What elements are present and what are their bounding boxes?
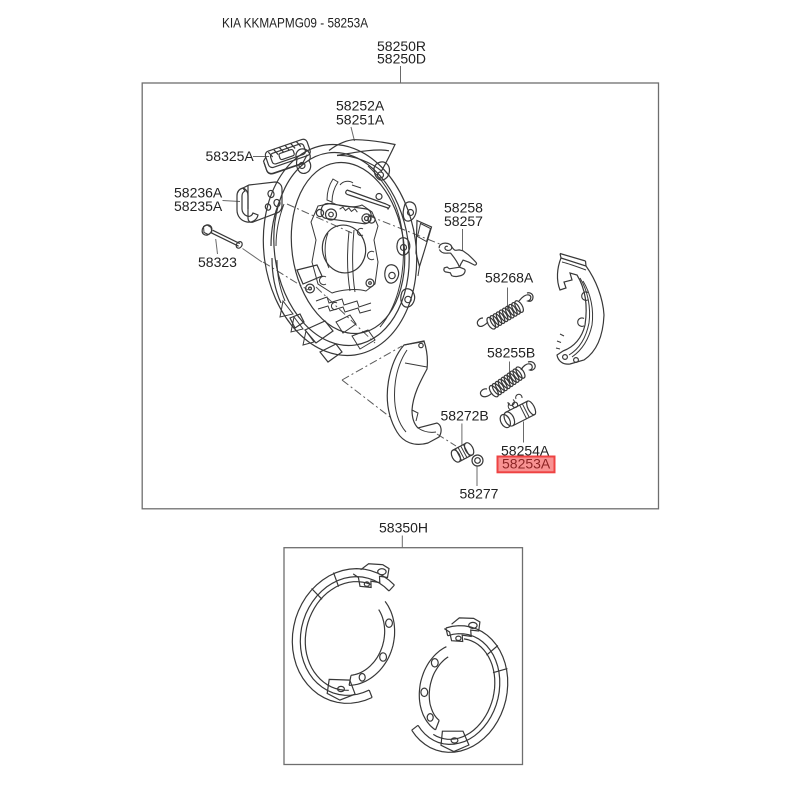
svg-text:58253A: 58253A xyxy=(502,456,551,472)
svg-text:58257: 58257 xyxy=(444,213,483,229)
svg-text:58350H: 58350H xyxy=(379,520,428,536)
svg-text:58268A: 58268A xyxy=(485,269,534,285)
svg-text:58254A: 58254A xyxy=(501,442,550,458)
svg-text:KIA KKMAPMG09 - 58253A: KIA KKMAPMG09 - 58253A xyxy=(222,15,368,31)
svg-text:58251A: 58251A xyxy=(336,111,385,127)
svg-text:58325A: 58325A xyxy=(206,148,255,164)
svg-text:58272B: 58272B xyxy=(441,407,489,423)
svg-text:58255B: 58255B xyxy=(487,345,535,361)
svg-text:58323: 58323 xyxy=(198,254,237,270)
svg-text:58252A: 58252A xyxy=(336,98,385,114)
svg-text:58250R: 58250R xyxy=(377,38,426,54)
svg-text:58258: 58258 xyxy=(444,200,483,216)
svg-text:58236A: 58236A xyxy=(174,185,223,201)
svg-text:58277: 58277 xyxy=(460,485,499,501)
svg-text:58250D: 58250D xyxy=(377,51,426,67)
svg-text:58235A: 58235A xyxy=(174,198,223,214)
